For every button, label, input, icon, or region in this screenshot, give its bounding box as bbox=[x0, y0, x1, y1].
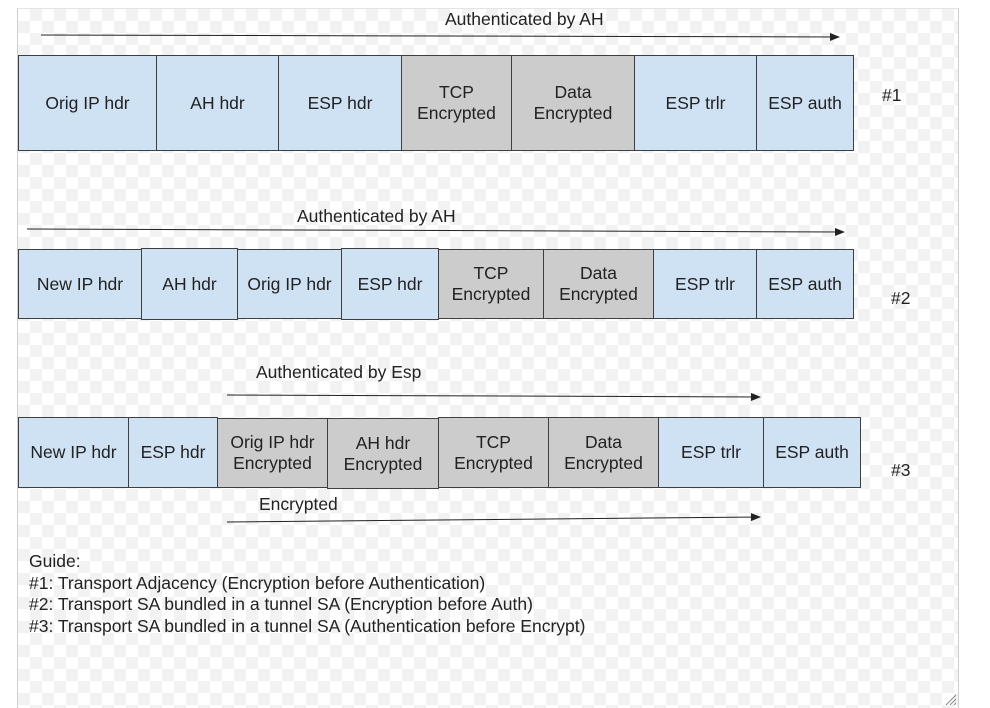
guide-line-3: #3: Transport SA bundled in a tunnel SA … bbox=[29, 615, 586, 636]
cell-esp-trlr: ESP trlr bbox=[634, 55, 757, 151]
cell-esp-hdr: ESP hdr bbox=[341, 248, 439, 320]
cell-ah-hdr: AH hdr bbox=[141, 248, 238, 320]
cell-esp-hdr: ESP hdr bbox=[128, 417, 218, 488]
cell-tcp-encrypted: TCP Encrypted bbox=[438, 417, 549, 488]
row-number-2: #2 bbox=[891, 288, 911, 308]
arrow-authenticated-by-ah-1 bbox=[40, 32, 840, 41]
arrow-authenticated-by-esp bbox=[226, 392, 761, 401]
guide-line-2: #2: Transport SA bundled in a tunnel SA … bbox=[29, 594, 533, 614]
cell-ah-hdr: AH hdr bbox=[156, 55, 279, 151]
cell-orig-ip-hdr-encrypted: Orig IP hdr Encrypted bbox=[217, 418, 328, 488]
guide-legend: Guide: #1: Transport Adjacency (Encrypti… bbox=[29, 551, 585, 637]
cell-data-encrypted: Data Encrypted bbox=[511, 55, 635, 151]
resize-handle-icon[interactable] bbox=[944, 693, 956, 705]
cell-esp-auth: ESP auth bbox=[756, 55, 854, 151]
guide-line-1: #1: Transport Adjacency (Encryption befo… bbox=[29, 572, 486, 593]
arrow-authenticated-by-ah-2 bbox=[26, 227, 845, 236]
cell-esp-trlr: ESP trlr bbox=[653, 249, 757, 319]
cell-tcp-encrypted: TCP Encrypted bbox=[438, 249, 544, 319]
cell-orig-ip-hdr: Orig IP hdr bbox=[18, 55, 157, 151]
arrow-label-authenticated-by-esp: Authenticated by Esp bbox=[256, 362, 422, 382]
cell-esp-trlr: ESP trlr bbox=[658, 417, 764, 488]
row-number-3: #3 bbox=[891, 460, 911, 480]
arrow-label-encrypted: Encrypted bbox=[259, 494, 338, 514]
cell-new-ip-hdr: New IP hdr bbox=[18, 249, 142, 319]
row-number-1: #1 bbox=[882, 85, 902, 105]
cell-data-encrypted: Data Encrypted bbox=[548, 417, 659, 488]
guide-title: Guide: bbox=[29, 551, 81, 571]
cell-data-encrypted: Data Encrypted bbox=[543, 249, 654, 319]
cell-esp-auth: ESP auth bbox=[756, 249, 854, 319]
cell-esp-auth: ESP auth bbox=[763, 417, 861, 488]
arrow-label-authenticated-by-ah: Authenticated by AH bbox=[445, 9, 604, 29]
arrow-encrypted bbox=[226, 513, 761, 523]
cell-orig-ip-hdr: Orig IP hdr bbox=[237, 249, 342, 319]
arrow-label-authenticated-by-ah: Authenticated by AH bbox=[297, 206, 456, 226]
cell-ah-hdr-encrypted: AH hdr Encrypted bbox=[327, 418, 439, 489]
cell-tcp-encrypted: TCP Encrypted bbox=[401, 55, 512, 151]
cell-esp-hdr: ESP hdr bbox=[278, 55, 402, 151]
cell-new-ip-hdr: New IP hdr bbox=[18, 417, 129, 488]
